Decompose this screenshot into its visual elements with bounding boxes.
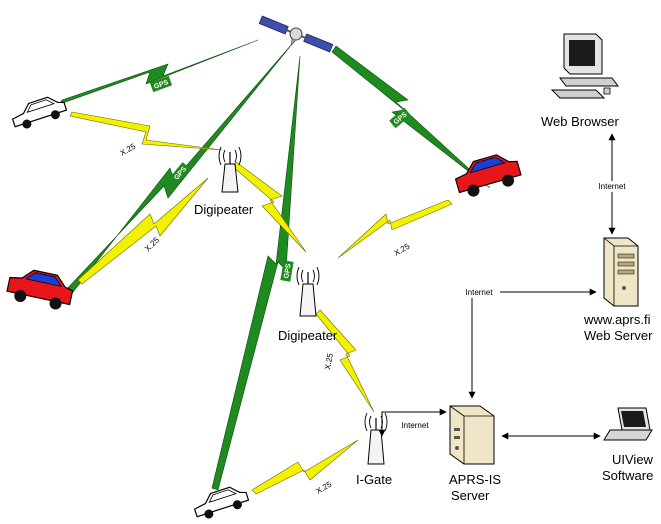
car-icon xyxy=(454,154,522,197)
web-browser-label: Web Browser xyxy=(541,114,619,129)
satellite-icon xyxy=(258,15,334,53)
uiview-label-line2: Software xyxy=(602,468,653,483)
digipeater-mid-label: Digipeater xyxy=(278,328,338,343)
x25-label: X.25 xyxy=(315,479,334,495)
laptop-icon xyxy=(603,407,653,441)
x25-link-car2-digi xyxy=(77,177,209,285)
gps-tag: GPS xyxy=(280,260,294,282)
server-icon xyxy=(603,237,639,307)
x25-label: X.25 xyxy=(393,241,412,257)
x25-link-digi-digi xyxy=(231,161,307,253)
x25-label: X.25 xyxy=(323,352,335,370)
aprs-fi-label-line1: www.aprs.fi xyxy=(583,312,651,327)
car-icon xyxy=(11,96,68,129)
gps-link-car1 xyxy=(59,39,259,105)
desktop-computer-icon xyxy=(550,33,619,99)
x25-link-car3-digi xyxy=(337,199,453,259)
x25-label: X.25 xyxy=(119,141,138,157)
gps-tag: GPS xyxy=(149,75,173,93)
igate-label: I-Gate xyxy=(356,472,392,487)
internet-label: Internet xyxy=(465,288,493,297)
digipeater-top-label: Digipeater xyxy=(194,202,254,217)
gps-link-car4 xyxy=(211,55,301,491)
antenna-icon xyxy=(218,146,242,193)
x25-label: X.25 xyxy=(143,235,161,253)
uiview-label-line1: UIView xyxy=(612,452,654,467)
internet-link-aprsfi xyxy=(468,288,597,399)
x25-link-car1-digi xyxy=(69,111,223,151)
internet-label: Internet xyxy=(598,182,626,191)
x25-link-digi-igate xyxy=(315,309,375,413)
antenna-icon xyxy=(296,266,320,317)
server-icon xyxy=(449,405,495,465)
gps-tag-text: GPS xyxy=(283,263,293,279)
internet-link-igate xyxy=(378,408,447,437)
aprs-fi-label-line2: Web Server xyxy=(584,328,653,343)
internet-label: Internet xyxy=(401,421,429,430)
car-icon xyxy=(193,486,250,519)
aprs-is-label-line1: APRS-IS xyxy=(449,472,501,487)
x25-link-car4-igate xyxy=(251,439,359,495)
gps-tag-text: GPS xyxy=(153,79,170,91)
car-icon xyxy=(6,269,74,310)
gps-link-car3 xyxy=(331,45,491,189)
aprs-is-label-line2: Server xyxy=(451,488,490,503)
antenna-icon xyxy=(364,412,388,465)
